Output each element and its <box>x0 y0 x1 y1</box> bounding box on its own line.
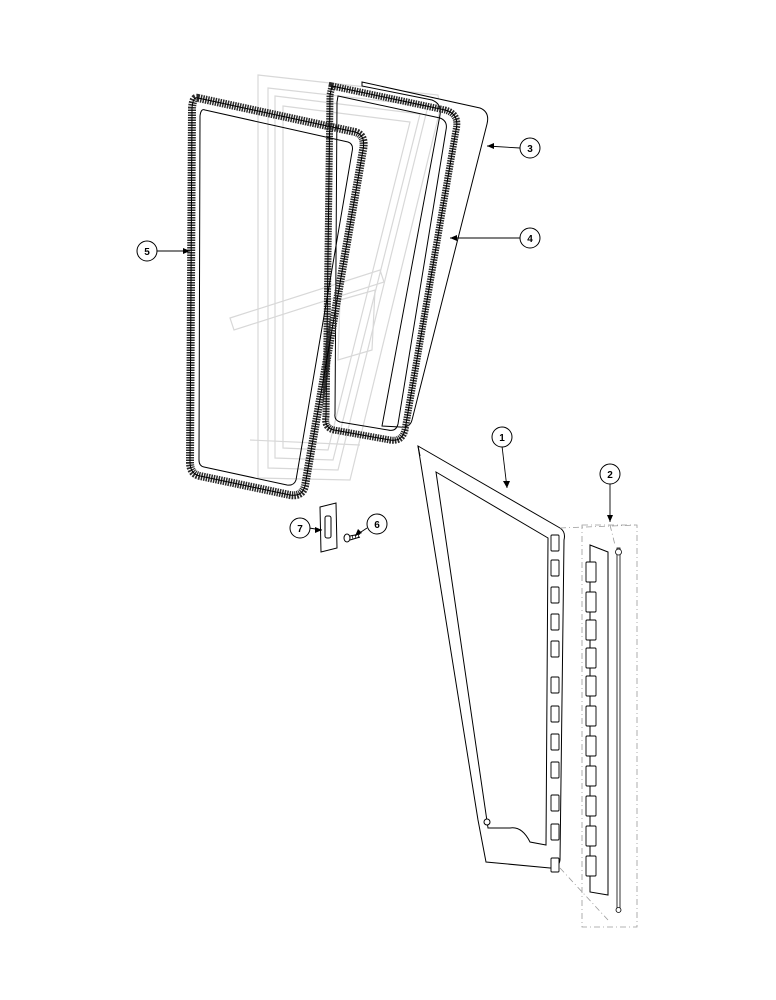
rubber-seal-part-4 <box>322 81 461 444</box>
leader-arrowheads <box>183 143 613 536</box>
callout-7: 7 <box>289 517 311 539</box>
screw-part-6 <box>343 533 361 543</box>
door-frame-hinge-knuckles <box>550 534 560 873</box>
svg-text:4: 4 <box>527 234 533 245</box>
callout-2: 2 <box>599 463 621 485</box>
svg-text:5: 5 <box>144 247 150 258</box>
callout-5: 5 <box>136 240 158 262</box>
svg-text:7: 7 <box>297 524 303 535</box>
glass-panel-part-3 <box>361 81 489 428</box>
callout-3: 3 <box>519 137 541 159</box>
svg-text:1: 1 <box>499 433 505 444</box>
svg-text:3: 3 <box>527 144 533 155</box>
callout-6: 6 <box>366 513 388 535</box>
callout-1: 1 <box>491 426 513 448</box>
ghost-frame-outline <box>229 74 441 481</box>
callout-4: 4 <box>519 227 541 249</box>
door-frame-part-1 <box>417 445 565 869</box>
rubber-seal-part-5 <box>185 93 368 500</box>
latch-plate-part-7 <box>319 502 338 553</box>
hinge-strip-part-2 <box>559 524 638 928</box>
svg-text:6: 6 <box>374 520 380 531</box>
svg-text:2: 2 <box>607 470 613 481</box>
